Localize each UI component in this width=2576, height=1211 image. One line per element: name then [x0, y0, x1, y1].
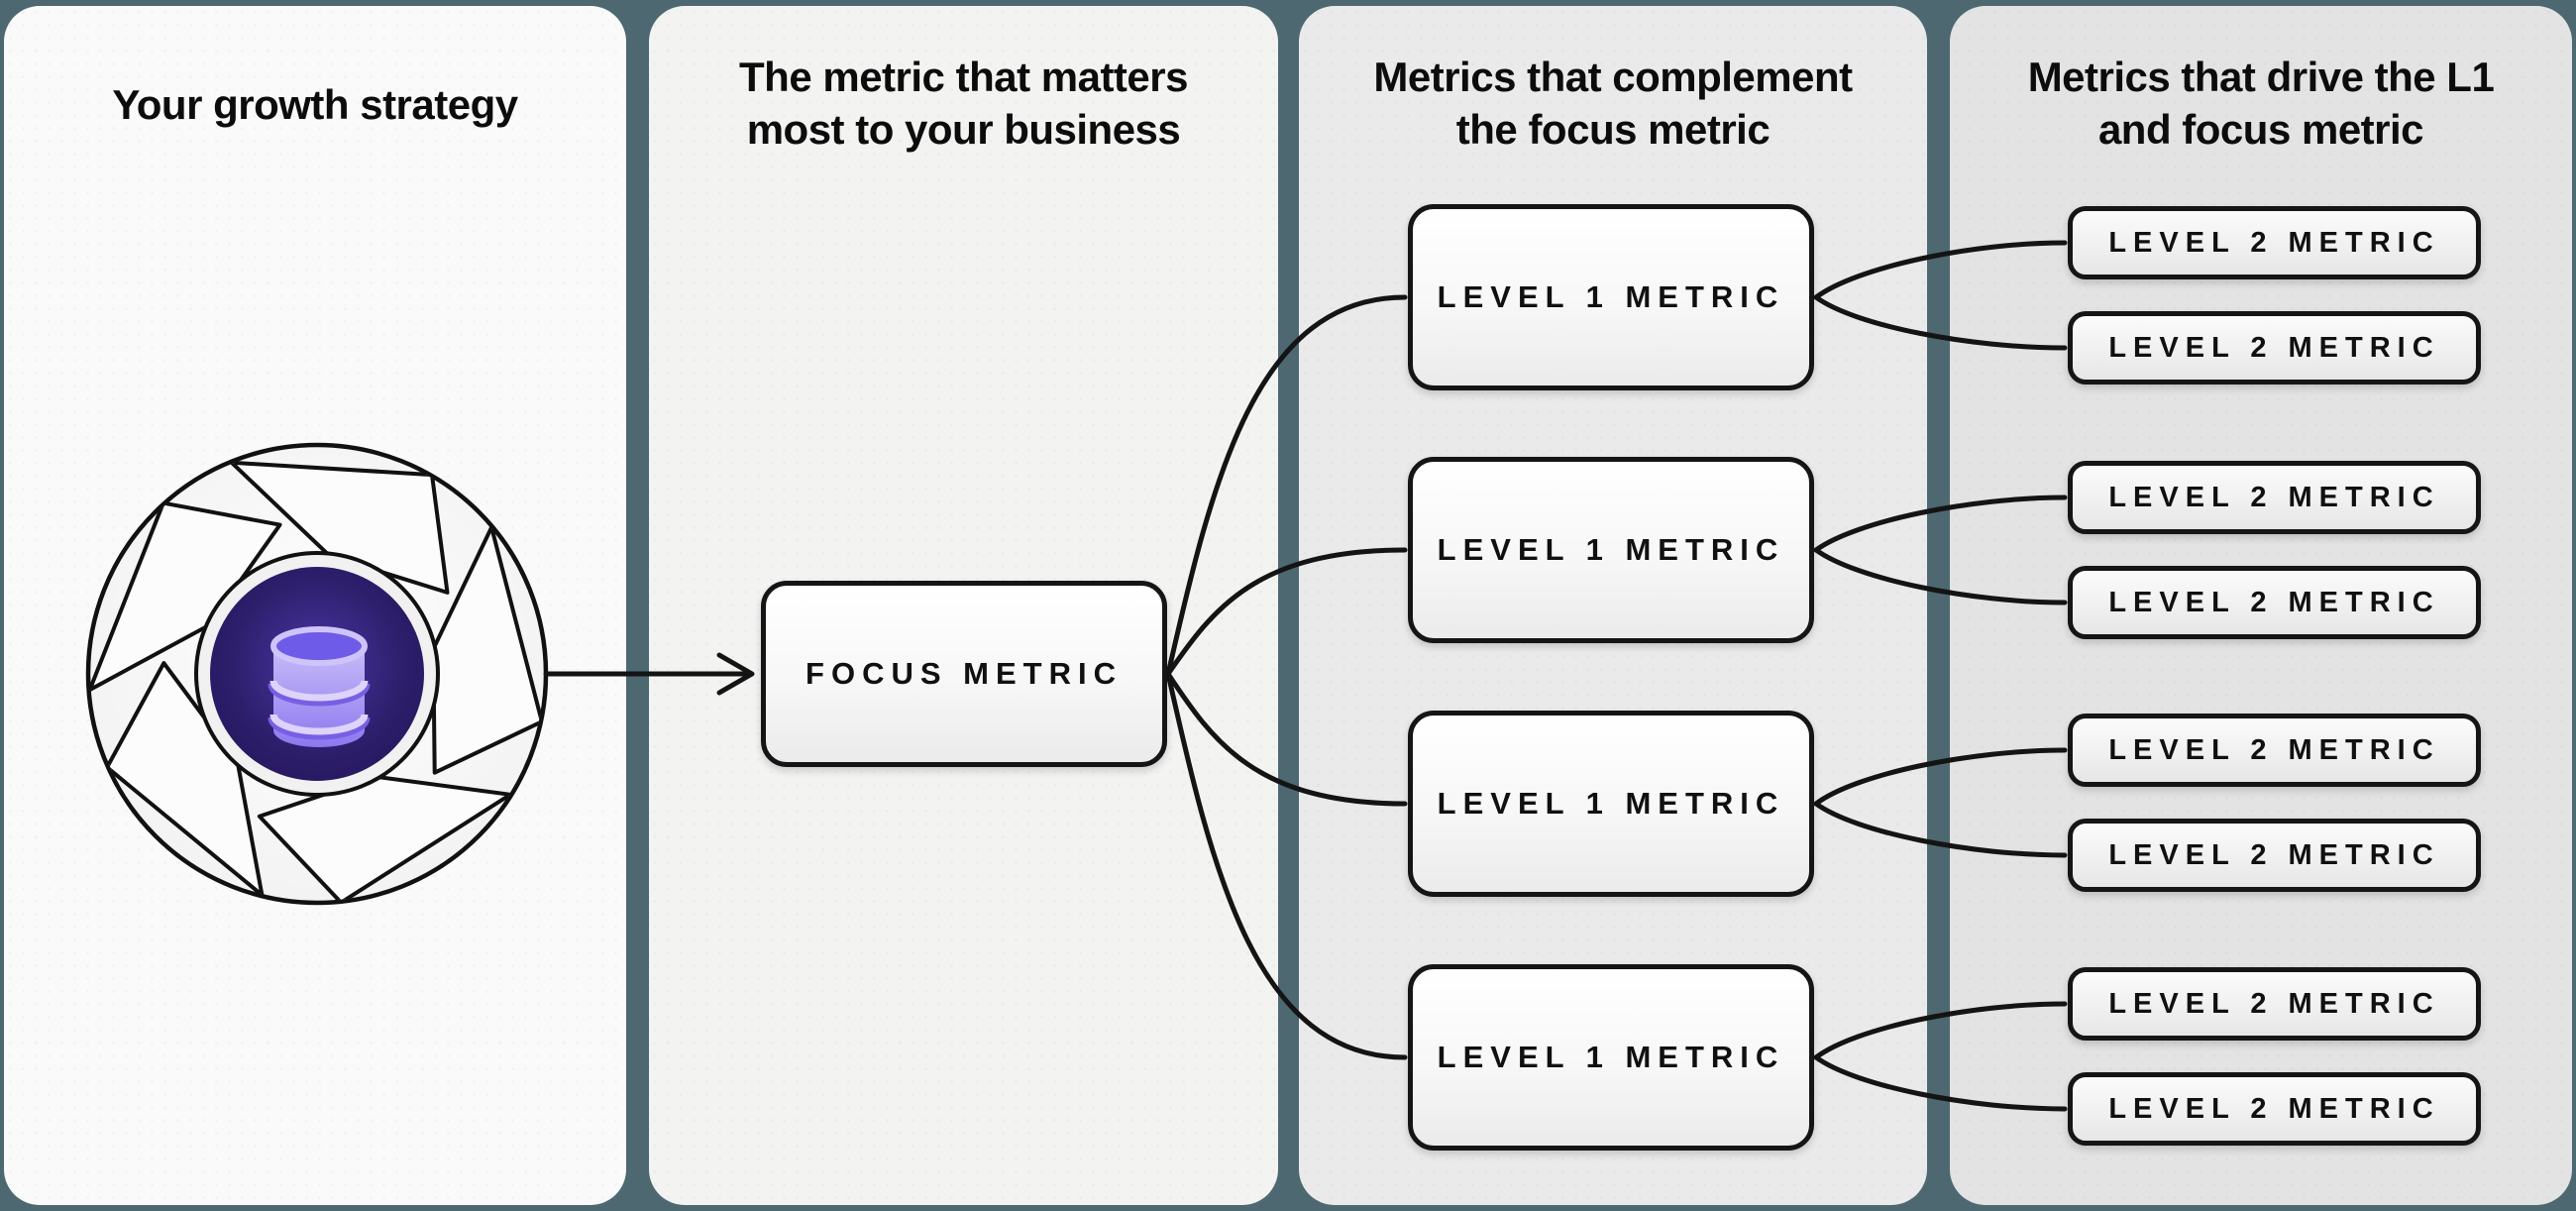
- level2-metric-label: LEVEL 2 METRIC: [2108, 226, 2440, 259]
- level1-metric-label: LEVEL 1 METRIC: [1437, 1040, 1785, 1074]
- level1-metric-box: LEVEL 1 METRIC: [1408, 964, 1814, 1151]
- level1-metric-box: LEVEL 1 METRIC: [1408, 711, 1814, 897]
- level2-metric-box: LEVEL 2 METRIC: [2068, 311, 2481, 385]
- level1-metric-label: LEVEL 1 METRIC: [1437, 786, 1785, 821]
- level2-metric-label: LEVEL 2 METRIC: [2108, 1092, 2440, 1125]
- level1-metric-label: LEVEL 1 METRIC: [1437, 279, 1785, 314]
- panel-growth-strategy: Your growth strategy: [4, 6, 626, 1205]
- panel-title-focus-metric: The metric that matters most to your bus…: [739, 54, 1188, 153]
- level2-metric-box: LEVEL 2 METRIC: [2068, 1072, 2481, 1146]
- panel-title-growth-strategy: Your growth strategy: [112, 81, 518, 128]
- level1-metric-label: LEVEL 1 METRIC: [1437, 532, 1785, 567]
- focus-metric-box: FOCUS METRIC: [761, 581, 1167, 767]
- level2-metric-label: LEVEL 2 METRIC: [2108, 838, 2440, 871]
- level2-metric-label: LEVEL 2 METRIC: [2108, 331, 2440, 364]
- level2-metric-label: LEVEL 2 METRIC: [2108, 733, 2440, 766]
- level1-metric-box: LEVEL 1 METRIC: [1408, 457, 1814, 643]
- level2-metric-box: LEVEL 2 METRIC: [2068, 967, 2481, 1041]
- level2-metric-label: LEVEL 2 METRIC: [2108, 987, 2440, 1020]
- level2-metric-label: LEVEL 2 METRIC: [2108, 586, 2440, 618]
- level2-metric-box: LEVEL 2 METRIC: [2068, 819, 2481, 892]
- panel-title-level2-metrics: Metrics that drive the L1 and focus metr…: [2027, 54, 2495, 153]
- level2-metric-label: LEVEL 2 METRIC: [2108, 481, 2440, 513]
- panel-title-level1-metrics: Metrics that complement the focus metric: [1373, 54, 1853, 153]
- focus-metric-label: FOCUS METRIC: [805, 656, 1123, 691]
- level2-metric-box: LEVEL 2 METRIC: [2068, 206, 2481, 279]
- level2-metric-box: LEVEL 2 METRIC: [2068, 461, 2481, 534]
- level2-metric-box: LEVEL 2 METRIC: [2068, 566, 2481, 639]
- level2-metric-box: LEVEL 2 METRIC: [2068, 714, 2481, 787]
- level1-metric-box: LEVEL 1 METRIC: [1408, 204, 1814, 390]
